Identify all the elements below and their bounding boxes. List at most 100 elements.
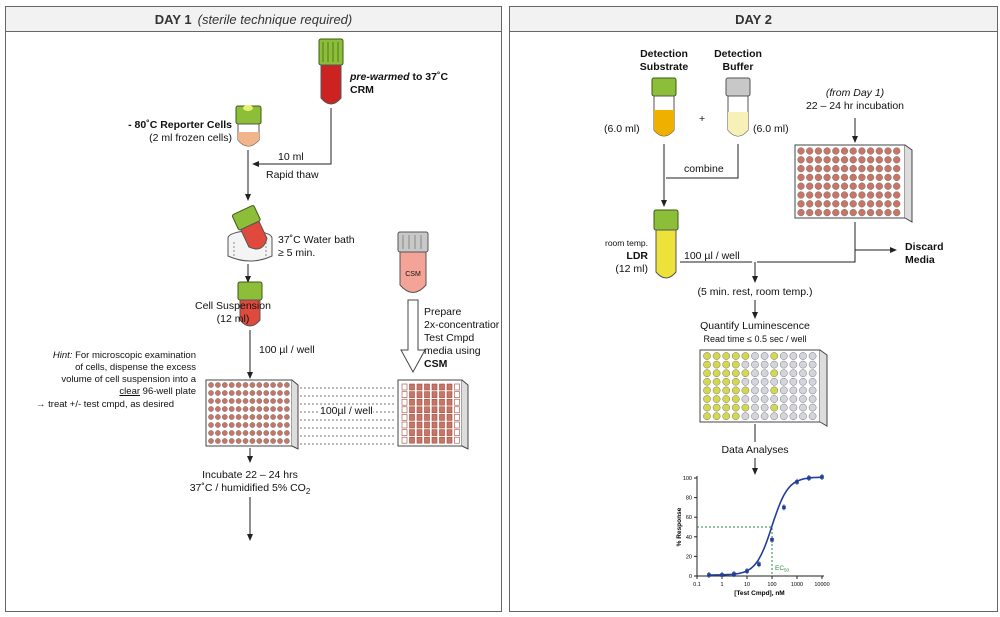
well <box>249 406 256 412</box>
well <box>284 422 290 428</box>
well <box>215 422 221 428</box>
from-day1-label: (from Day 1)22 – 24 hr incubation <box>805 87 905 112</box>
well <box>875 200 883 208</box>
well <box>866 147 875 155</box>
well <box>823 173 831 182</box>
well <box>814 200 823 208</box>
well <box>235 422 242 428</box>
well <box>235 438 242 444</box>
well <box>866 200 875 208</box>
well <box>875 156 883 164</box>
well <box>242 406 249 412</box>
well <box>215 406 221 412</box>
well <box>770 360 779 369</box>
well <box>454 429 460 436</box>
well <box>424 406 430 414</box>
well <box>221 390 228 396</box>
well <box>840 156 849 164</box>
well <box>808 386 817 395</box>
y-axis-label: % Response <box>676 507 683 546</box>
well <box>249 398 256 404</box>
well <box>712 412 721 421</box>
well <box>235 382 242 388</box>
well <box>284 382 290 388</box>
well <box>277 414 283 420</box>
well <box>439 391 445 398</box>
well <box>424 436 430 444</box>
well <box>840 200 849 208</box>
well <box>215 430 221 436</box>
cell-suspension-tube-icon <box>237 281 263 327</box>
well <box>779 412 788 421</box>
well <box>712 386 721 395</box>
well <box>249 382 256 388</box>
well <box>799 360 807 369</box>
well <box>849 182 857 190</box>
well <box>208 414 214 420</box>
transfer-label: 100µl / well <box>320 405 373 418</box>
well <box>235 390 242 396</box>
y-tick-label: 0 <box>689 574 692 580</box>
well <box>760 377 769 386</box>
csm-tube-label: CSM <box>405 271 421 278</box>
well <box>799 412 807 421</box>
well <box>797 191 805 199</box>
well <box>806 147 814 155</box>
well <box>832 164 840 173</box>
well <box>760 395 769 403</box>
well <box>823 191 831 199</box>
well <box>284 390 290 396</box>
luminescence-plate <box>699 349 828 427</box>
well <box>884 156 892 164</box>
well <box>806 164 814 173</box>
well <box>270 422 276 428</box>
volume-10ml: 10 ml <box>278 151 304 163</box>
well <box>884 208 892 217</box>
x-tick-label: 0.1 <box>693 582 701 588</box>
well <box>409 391 415 398</box>
data-point <box>757 562 761 567</box>
well <box>439 421 445 429</box>
well <box>751 369 759 378</box>
well <box>751 352 759 360</box>
well <box>770 352 779 360</box>
well <box>866 191 875 199</box>
well <box>797 164 805 173</box>
well <box>741 369 750 378</box>
well <box>416 436 423 444</box>
well <box>270 382 276 388</box>
well <box>431 436 438 444</box>
well <box>893 191 901 199</box>
well <box>741 352 750 360</box>
well <box>884 164 892 173</box>
well <box>263 430 270 436</box>
well <box>242 398 249 404</box>
well <box>284 430 290 436</box>
well <box>849 156 857 164</box>
prepare-csm-label: Prepare 2x-concentratior Test Cmpd media… <box>424 306 500 370</box>
well <box>799 369 807 378</box>
well <box>277 390 283 396</box>
well <box>409 436 415 444</box>
well <box>208 422 214 428</box>
data-point <box>707 573 711 577</box>
x-tick-label: 100 <box>767 582 776 588</box>
fit-curve <box>708 476 823 576</box>
well <box>722 360 731 369</box>
well <box>439 429 445 436</box>
well <box>832 208 840 217</box>
well <box>401 383 408 391</box>
rapid-thaw-label: Rapid thaw <box>266 169 319 181</box>
well <box>840 147 849 155</box>
water-bath-label: 37˚C Water bath≥ 5 min. <box>278 234 355 259</box>
well <box>814 156 823 164</box>
well <box>789 412 798 421</box>
well <box>454 414 460 421</box>
well <box>221 406 228 412</box>
well <box>401 414 408 421</box>
well <box>242 438 249 444</box>
well <box>221 414 228 420</box>
well <box>208 390 214 396</box>
well <box>439 436 445 444</box>
